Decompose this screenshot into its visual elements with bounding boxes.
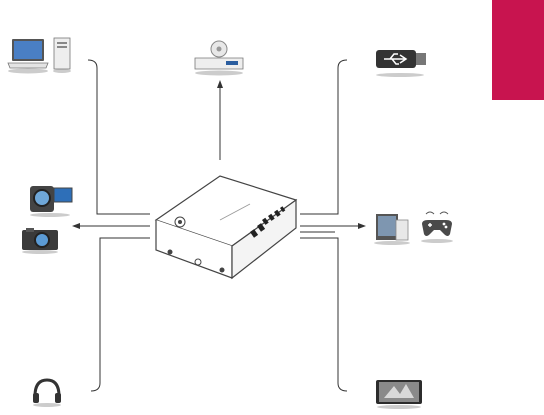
tablet-icon <box>374 378 424 410</box>
camcorder-icon <box>26 182 76 218</box>
desktop-tower-icon <box>52 36 72 74</box>
gamepad-icon <box>418 208 456 244</box>
disc-player-icon <box>192 36 246 76</box>
smartphone-icon <box>372 212 412 246</box>
projector-icon <box>150 170 302 282</box>
line-computer <box>88 60 150 214</box>
camera-icon <box>20 226 60 254</box>
laptop-icon <box>6 36 50 74</box>
line-tablet <box>300 238 347 391</box>
line-usb <box>300 60 347 214</box>
headphones-icon <box>30 376 64 408</box>
usb-stick-icon <box>372 44 428 78</box>
line-headphones <box>91 238 150 391</box>
